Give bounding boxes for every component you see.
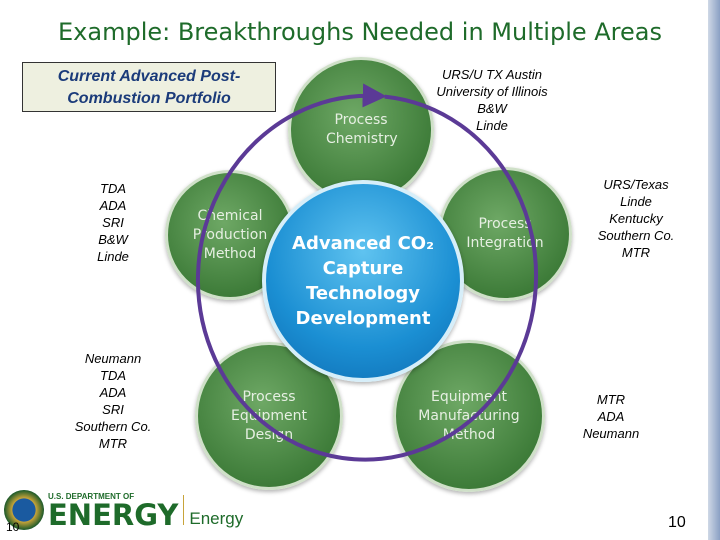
portfolio-box: Current Advanced Post-Combustion Portfol… [22,62,276,112]
circle-equipment-manufacturing: Equipment Manufacturing Method [393,340,545,492]
circle-process-chemistry: Process Chemistry [288,57,434,203]
page-number-left: 10 [6,520,20,534]
page-number: 10 [668,514,686,531]
side-bar [708,0,720,540]
doe-seal-icon [4,490,44,530]
circle-center: Advanced CO₂ Capture Technology Developm… [262,180,464,382]
slide-title: Example: Breakthroughs Needed in Multipl… [58,18,662,46]
